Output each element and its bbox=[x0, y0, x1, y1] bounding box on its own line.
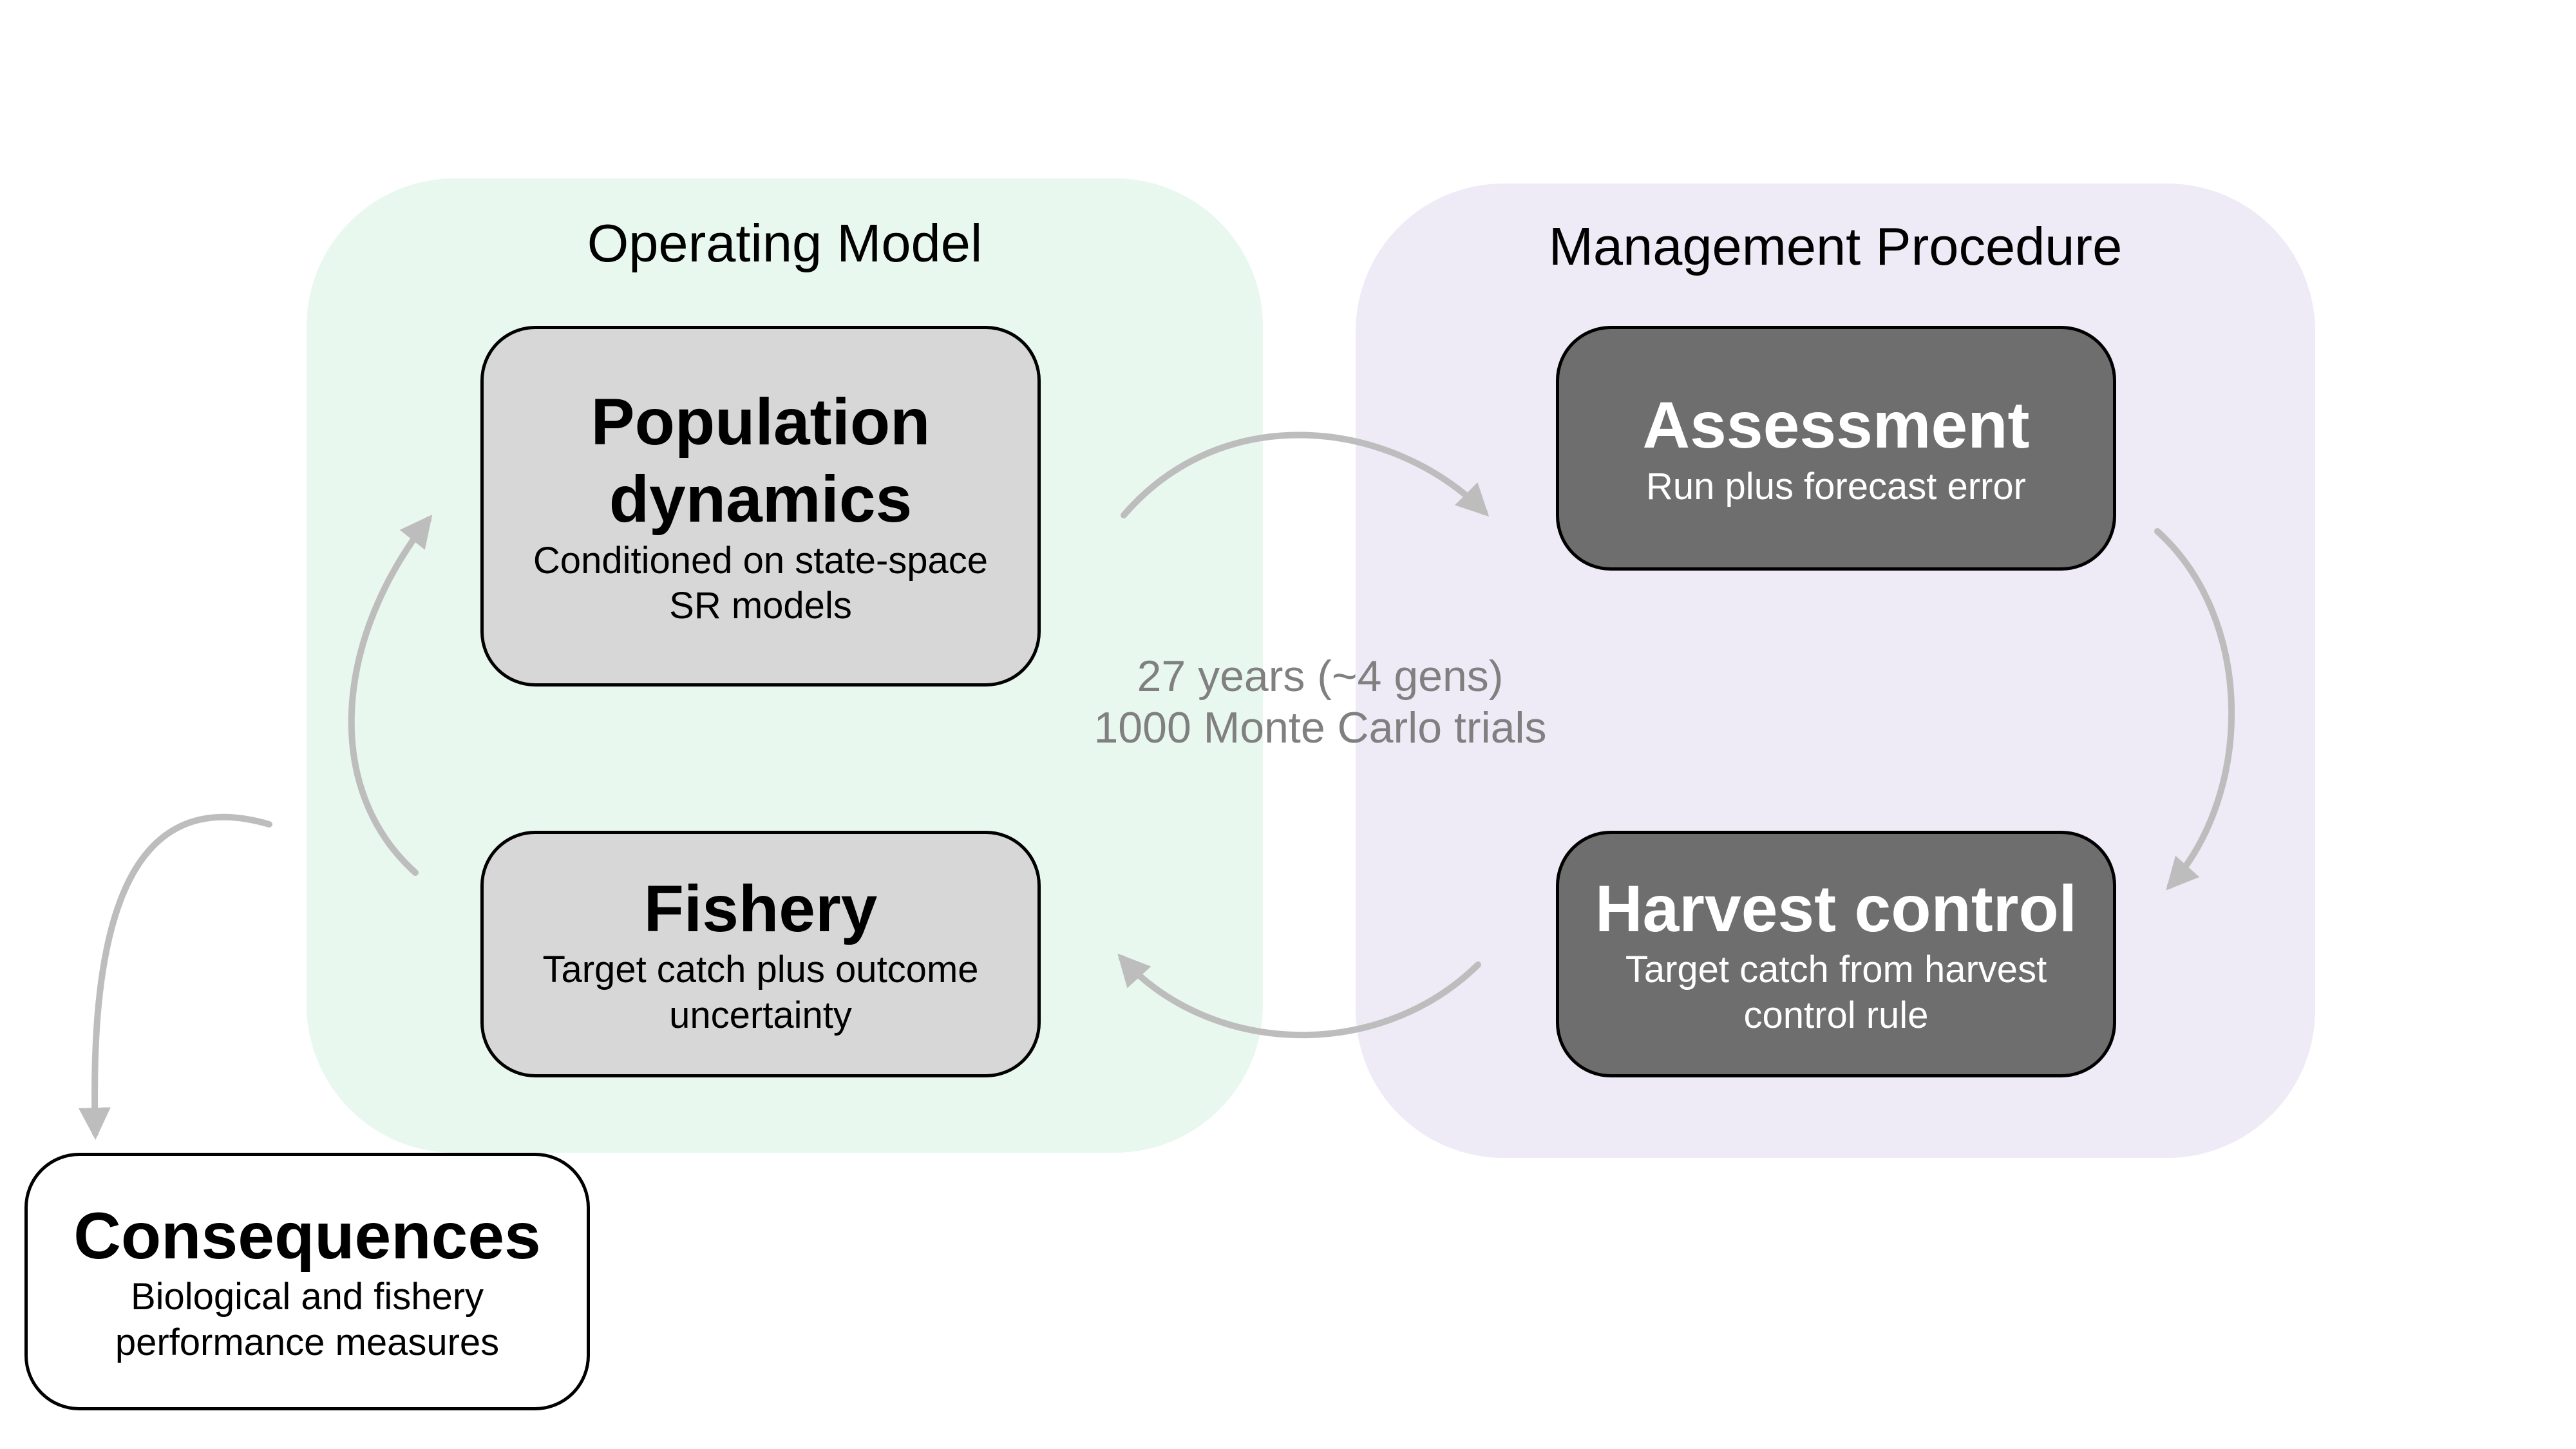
simulation-trials-label: 1000 Monte Carlo trials bbox=[1094, 703, 1547, 753]
fishery-subtitle-line2: uncertainty bbox=[669, 994, 852, 1036]
arrow-harvest-to-fishery bbox=[1117, 953, 1481, 1039]
fishery-title: Fishery bbox=[643, 871, 878, 945]
harvest-control-title: Harvest control bbox=[1595, 871, 2078, 945]
arrow-to-consequences bbox=[78, 813, 272, 1140]
management-procedure-title: Management Procedure bbox=[1548, 216, 2123, 276]
harvest-control-subtitle-line2: control rule bbox=[1743, 994, 1929, 1036]
operating-model-title: Operating Model bbox=[587, 213, 983, 273]
consequences-subtitle-line2: performance measures bbox=[115, 1321, 500, 1364]
population-dynamics-title-line2: dynamics bbox=[609, 462, 913, 536]
consequences-box: Consequences Biological and fishery perf… bbox=[24, 1153, 590, 1410]
simulation-years-label: 27 years (~4 gens) bbox=[1137, 652, 1504, 701]
harvest-control-subtitle-line1: Target catch from harvest bbox=[1625, 948, 2047, 990]
population-dynamics-subtitle-line2: SR models bbox=[669, 585, 852, 627]
assessment-box: Assessment Run plus forecast error bbox=[1556, 326, 2116, 571]
arrow-popdyn-to-assessment bbox=[1121, 431, 1490, 518]
population-dynamics-box: Population dynamics Conditioned on state… bbox=[480, 326, 1041, 687]
arrow-fishery-to-popdyn bbox=[348, 515, 433, 876]
arrow-assessment-to-harvest bbox=[2154, 528, 2235, 891]
assessment-subtitle: Run plus forecast error bbox=[1646, 465, 2026, 507]
population-dynamics-title-line1: Population bbox=[591, 384, 931, 459]
simulation-label: 27 years (~4 gens) 1000 Monte Carlo tria… bbox=[1030, 650, 1610, 753]
harvest-control-box: Harvest control Target catch from harves… bbox=[1556, 831, 2116, 1077]
fishery-box: Fishery Target catch plus outcome uncert… bbox=[480, 831, 1041, 1077]
population-dynamics-subtitle-line1: Conditioned on state-space bbox=[533, 539, 989, 582]
consequences-subtitle-line1: Biological and fishery bbox=[130, 1276, 484, 1318]
consequences-title: Consequences bbox=[73, 1199, 541, 1273]
assessment-title: Assessment bbox=[1642, 388, 2030, 462]
fishery-subtitle-line1: Target catch plus outcome bbox=[542, 948, 979, 990]
